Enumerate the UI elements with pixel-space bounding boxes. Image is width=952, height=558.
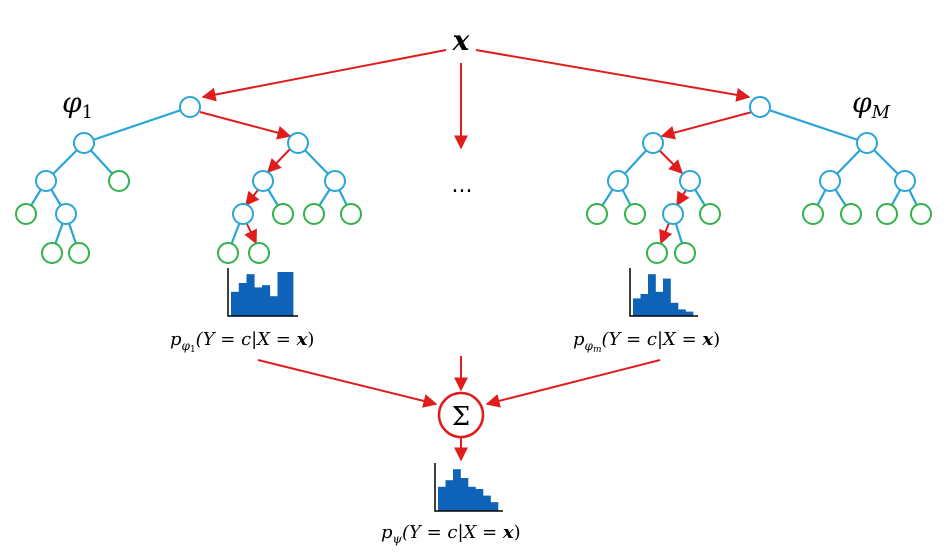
tree-m-label: φM [852,86,891,123]
histogram-bar [438,486,446,511]
histogram-bar [678,309,686,316]
tree-m-histogram [629,268,698,317]
histogram-bar [445,480,454,511]
histogram-bar [468,486,476,511]
tree-1-label: φ1 [62,86,93,123]
histogram-axes [434,463,503,512]
histogram-bar [670,302,679,316]
histogram-bar [285,272,294,316]
histogram-bar [640,294,649,316]
tree-m [586,96,932,264]
histogram-bar [648,274,656,316]
ellipsis: ... [452,173,473,198]
tree-m-root-node [749,96,771,118]
ensemble-output-formula: pψ(Y = c|X = x) [381,522,521,546]
sum-symbol: Σ [452,402,470,432]
histogram-bar [269,296,278,316]
arrow-tree-m-to-sum [485,359,661,408]
histogram-bar [231,291,240,316]
histogram-bar [475,489,484,511]
histogram-bar [254,287,263,316]
histogram-bar [655,291,664,316]
arrow-input-to-tree-m [475,49,751,102]
histogram-bar [483,495,491,511]
input-x-label: x [452,24,470,57]
tree-m-output-formula: pφm(Y = c|X = x) [573,329,720,355]
tree-1 [15,96,362,264]
histogram-axes [227,268,298,317]
histogram-bar [277,272,286,316]
tree-1-root-node [179,96,201,118]
tree-1-histogram [227,268,298,317]
histogram-axes [629,268,698,317]
histogram-bar [633,298,641,316]
tree-1-output-formula: pφ1(Y = c|X = x) [170,329,314,355]
histogram-bar [453,469,461,511]
histogram-bar [490,502,499,511]
histogram-bar [685,311,694,316]
histogram-bar [262,285,271,316]
arrow-tree-1-to-sum [257,359,438,408]
histogram-bar [460,478,469,511]
histogram-bar [246,274,255,316]
arrow-input-to-tree-1 [201,49,447,102]
histogram-bar [663,278,671,316]
histogram-bar [238,283,247,316]
ensemble-histogram [434,463,503,512]
